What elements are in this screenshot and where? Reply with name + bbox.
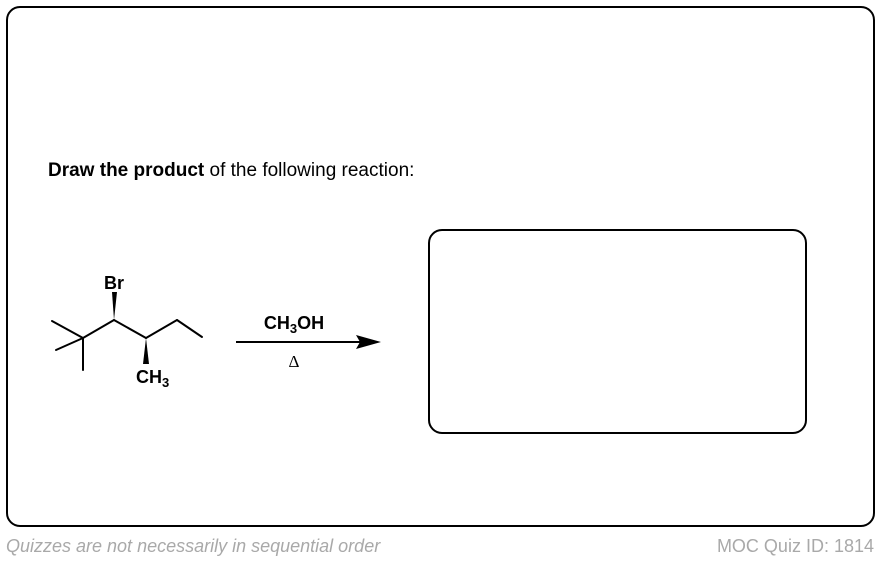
wedge-bond-br: [112, 292, 117, 320]
label-br: Br: [104, 273, 124, 293]
reagent-main: CH: [264, 313, 290, 333]
prompt-rest: of the following reaction:: [204, 160, 415, 181]
reactant-structure: Br CH3: [51, 273, 203, 390]
arrow-head-icon: [356, 335, 381, 349]
bond-methyl-left: [51, 320, 84, 339]
answer-box[interactable]: [428, 229, 807, 434]
condition-label: Δ: [289, 352, 300, 371]
reagent-sub: 3: [290, 321, 297, 336]
wedge-bond-ch3: [143, 338, 149, 364]
bond-c4-c5: [145, 319, 178, 339]
bond-methyl-top: [55, 337, 84, 351]
reagent-label: CH3OH: [264, 313, 324, 336]
prompt-bold: Draw the product: [48, 160, 205, 181]
bond-c3-c4: [113, 319, 147, 339]
reaction-arrow-group: CH3OH Δ: [236, 313, 381, 371]
footer-note: Quizzes are not necessarily in sequentia…: [6, 536, 381, 556]
bond-quaternary-c3: [82, 319, 115, 339]
label-ch3-sub: 3: [162, 375, 169, 390]
label-ch3-main: CH: [136, 367, 162, 387]
question-prompt: Draw the product of the following reacti…: [48, 160, 414, 182]
quiz-card: [6, 6, 875, 527]
reagent-rest: OH: [297, 313, 324, 333]
bond-c5-c6: [176, 319, 203, 338]
label-ch3: CH3: [136, 367, 169, 390]
quiz-id: MOC Quiz ID: 1814: [716, 536, 874, 556]
